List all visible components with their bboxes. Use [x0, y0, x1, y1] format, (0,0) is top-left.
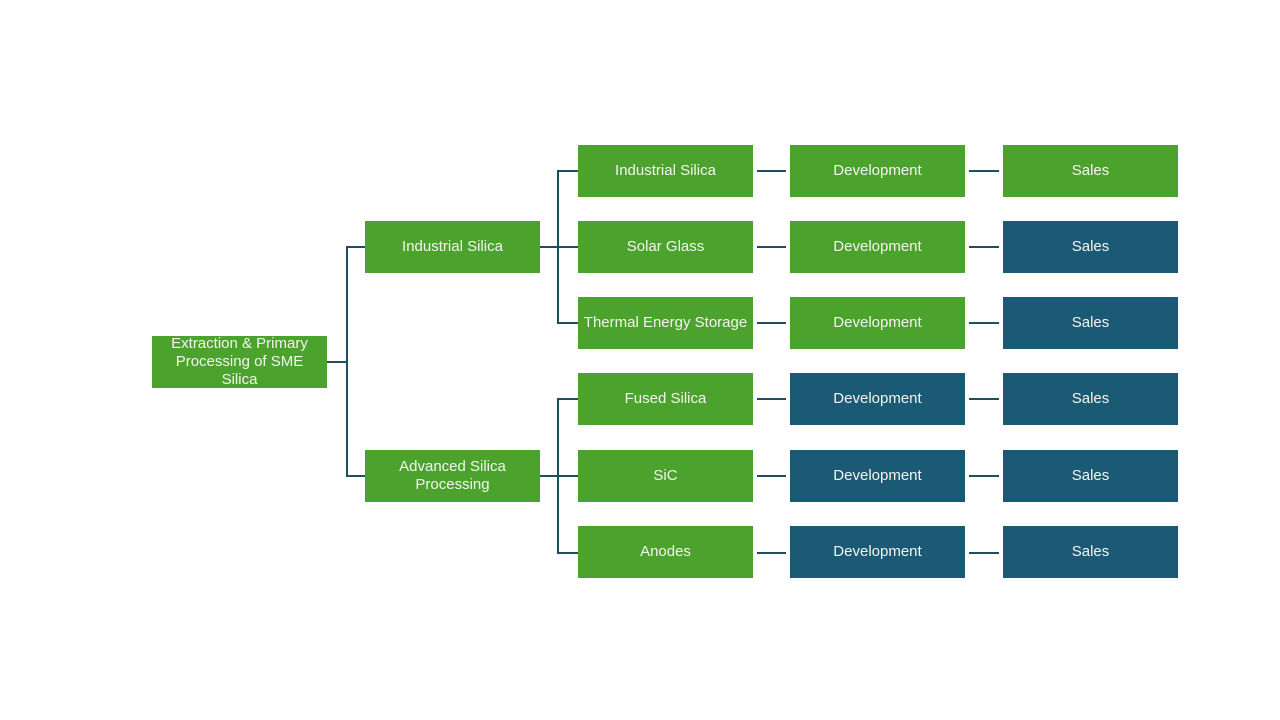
- connector-line: [969, 246, 999, 248]
- node-product-fused-silica: Fused Silica: [578, 373, 753, 425]
- connector-line: [557, 552, 578, 554]
- connector-line: [540, 475, 558, 477]
- connector-line: [347, 475, 365, 477]
- connector-line: [969, 170, 999, 172]
- connector-line: [347, 246, 365, 248]
- connector-line: [757, 322, 786, 324]
- node-sales-fused-silica: Sales: [1003, 373, 1178, 425]
- node-development-solar-glass: Development: [790, 221, 965, 273]
- node-development-industrial-silica: Development: [790, 145, 965, 197]
- connector-line: [540, 246, 558, 248]
- connector-line: [557, 475, 578, 477]
- node-sales-solar-glass: Sales: [1003, 221, 1178, 273]
- node-development-fused-silica: Development: [790, 373, 965, 425]
- connector-line: [557, 322, 578, 324]
- connector-line: [327, 361, 347, 363]
- node-branch-industrial-silica: Industrial Silica: [365, 221, 540, 273]
- node-product-anodes: Anodes: [578, 526, 753, 578]
- connector-line: [757, 398, 786, 400]
- connector-line: [557, 398, 578, 400]
- connector-line: [969, 322, 999, 324]
- node-sales-anodes: Sales: [1003, 526, 1178, 578]
- node-development-anodes: Development: [790, 526, 965, 578]
- connector-line: [757, 552, 786, 554]
- node-root-extraction-primary-processing: Extraction & Primary Processing of SME S…: [152, 335, 327, 388]
- connector-line: [757, 475, 786, 477]
- connector-line: [757, 246, 786, 248]
- connector-line: [757, 170, 786, 172]
- node-product-thermal-energy-storage: Thermal Energy Storage: [578, 297, 753, 349]
- node-branch-advanced-silica-processing: Advanced Silica Processing: [365, 450, 540, 502]
- node-product-solar-glass: Solar Glass: [578, 221, 753, 273]
- node-product-industrial-silica: Industrial Silica: [578, 145, 753, 197]
- connector-line: [557, 170, 578, 172]
- node-sales-industrial-silica: Sales: [1003, 145, 1178, 197]
- node-sales-thermal-energy-storage: Sales: [1003, 297, 1178, 349]
- connector-line: [969, 398, 999, 400]
- node-product-sic: SiC: [578, 450, 753, 502]
- connector-line: [969, 475, 999, 477]
- node-development-thermal-energy-storage: Development: [790, 297, 965, 349]
- connector-line: [346, 246, 348, 477]
- node-development-sic: Development: [790, 450, 965, 502]
- connector-line: [557, 246, 578, 248]
- node-sales-sic: Sales: [1003, 450, 1178, 502]
- connector-line: [969, 552, 999, 554]
